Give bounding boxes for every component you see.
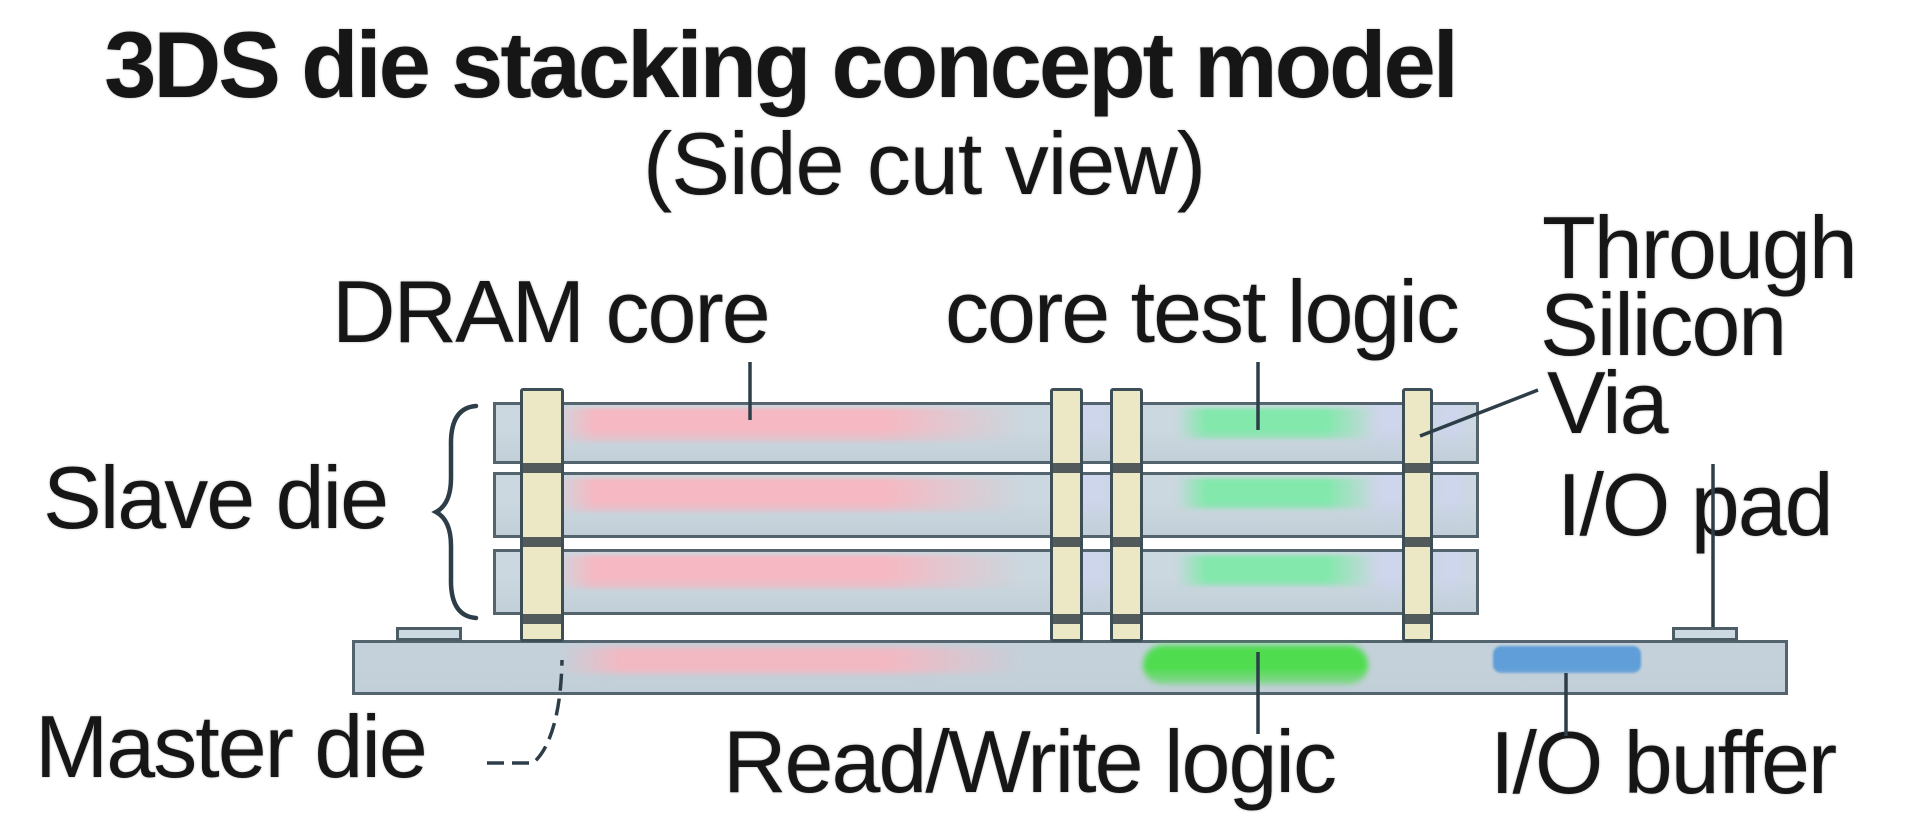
core-test-logic-band (1176, 478, 1376, 509)
diagram-title: 3DS die stacking concept model (104, 12, 1459, 117)
label-through-silicon-via-line1: Through (1542, 198, 1858, 297)
slave-die-3 (493, 549, 1479, 615)
dram-core-band (554, 555, 1024, 589)
label-io-buffer: I/O buffer (1490, 713, 1837, 812)
slave-die-1 (493, 402, 1479, 464)
read-write-logic-region (1143, 645, 1368, 685)
label-io-pad: I/O pad (1557, 455, 1834, 554)
slave-die-2 (493, 472, 1479, 538)
tsv-column-4 (1402, 388, 1433, 642)
label-through-silicon-via-line3: Via (1547, 353, 1669, 452)
io-buffer-region (1493, 646, 1641, 673)
dram-core-band (554, 478, 1024, 512)
label-slave-die: Slave die (43, 448, 389, 547)
tsv-column-2 (1050, 388, 1083, 642)
core-test-logic-band (1176, 408, 1376, 439)
io-pad (1672, 627, 1738, 641)
core-test-logic-band (1176, 555, 1376, 586)
label-core-test-logic: core test logic (945, 262, 1460, 361)
bond-pad (396, 627, 462, 641)
dram-core-band (554, 408, 1024, 442)
label-master-die: Master die (35, 697, 428, 796)
label-dram-core: DRAM core (332, 262, 771, 361)
tsv-column-3 (1110, 388, 1143, 642)
dram-core-band-master (560, 647, 1025, 674)
diagram-subtitle: (Side cut view) (643, 114, 1206, 213)
label-through-silicon-via-line2: Silicon (1540, 275, 1787, 374)
tsv-column-1 (520, 388, 564, 642)
label-read-write-logic: Read/Write logic (723, 712, 1337, 811)
slave-die-brace (431, 403, 479, 621)
master-die (352, 640, 1788, 695)
